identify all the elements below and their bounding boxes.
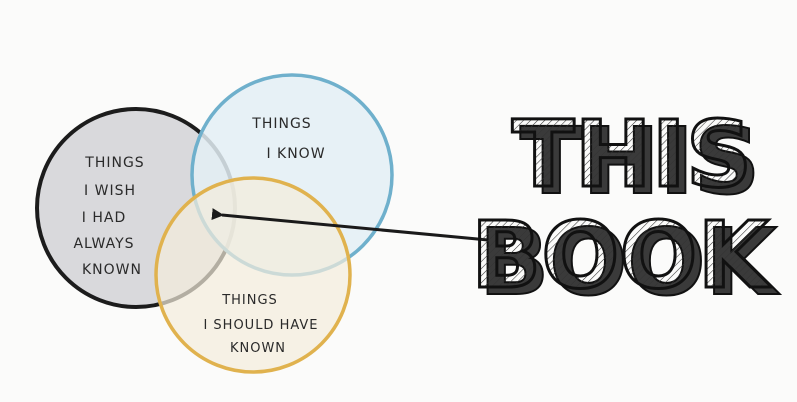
label-know-line-1: THINGS — [251, 116, 311, 132]
this-book-label: THIS THIS BOOK BOOK — [470, 100, 782, 318]
label-wish-group: THINGS I WISH I HAD ALWAYS KNOWN — [73, 155, 144, 278]
this-word: THIS — [512, 101, 752, 208]
label-should-line-1: THINGS — [221, 293, 278, 308]
label-should-line-3: KNOWN — [230, 341, 286, 356]
label-should-group: THINGS I SHOULD HAVE KNOWN — [203, 293, 318, 356]
label-wish-line-3: I HAD — [82, 210, 126, 226]
this-shadow: THIS — [520, 108, 760, 215]
book-shadow: BOOK — [479, 209, 781, 316]
book-word: BOOK — [471, 202, 773, 309]
label-wish-line-4: ALWAYS — [73, 236, 134, 252]
label-should-line-2: I SHOULD HAVE — [203, 318, 318, 333]
label-wish-line-1: THINGS — [84, 155, 144, 171]
label-wish-line-5: KNOWN — [82, 262, 142, 278]
pointer-arrow — [211, 208, 489, 242]
label-wish-line-2: I WISH — [84, 183, 136, 199]
circle-things-i-should-have-known — [154, 176, 352, 374]
label-know-line-2: I KNOW — [266, 146, 325, 162]
label-know-group: THINGS I KNOW — [251, 116, 325, 162]
